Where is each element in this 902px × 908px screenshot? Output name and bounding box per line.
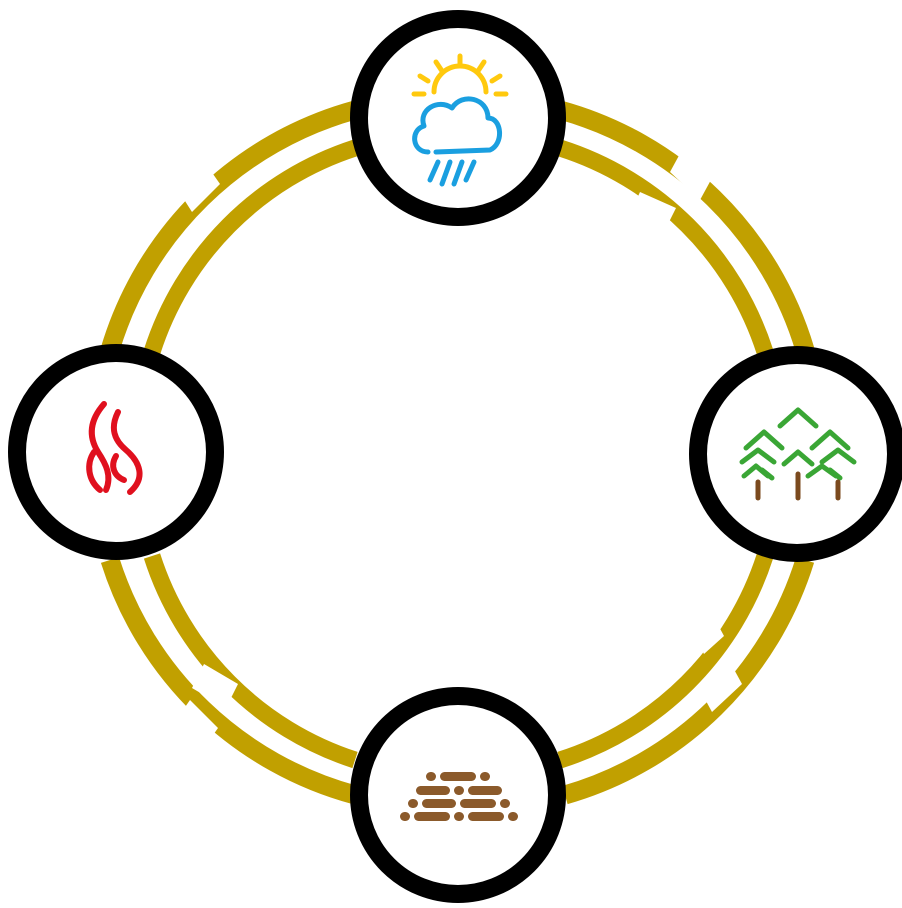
- node-fire: [8, 344, 224, 560]
- notch-nw-outer: [178, 164, 220, 212]
- notch-ne-inner: [630, 192, 676, 232]
- node-wood: [350, 687, 566, 903]
- node-forest: [689, 346, 902, 562]
- inner-arc-weather-to-forest: [557, 139, 774, 355]
- node-weather-circle: [350, 10, 566, 226]
- notch-sw-outer: [176, 700, 218, 748]
- sun-cloud-rain-icon: [411, 53, 509, 187]
- node-wood-circle: [350, 687, 566, 903]
- notch-ne-outer: [670, 150, 712, 200]
- notch-nw-inner: [222, 228, 258, 272]
- inner-arc-forest-to-wood: [557, 553, 774, 769]
- outer-arc-wood-to-fire: [100, 557, 358, 805]
- inner-arc-fire-to-weather: [143, 139, 358, 355]
- notch-sw-inner: [192, 664, 238, 708]
- log-pile-icon: [400, 772, 518, 821]
- inner-arc-wood-to-fire: [143, 553, 358, 769]
- node-fire-circle: [8, 344, 224, 560]
- notch-se-inner: [690, 610, 724, 654]
- pine-trees-icon: [739, 407, 857, 501]
- outer-arc-weather-to-forest: [557, 100, 815, 353]
- ring-notches: [176, 150, 742, 748]
- flame-icon: [86, 401, 143, 495]
- node-weather: [350, 10, 566, 226]
- notch-se-outer: [700, 662, 742, 712]
